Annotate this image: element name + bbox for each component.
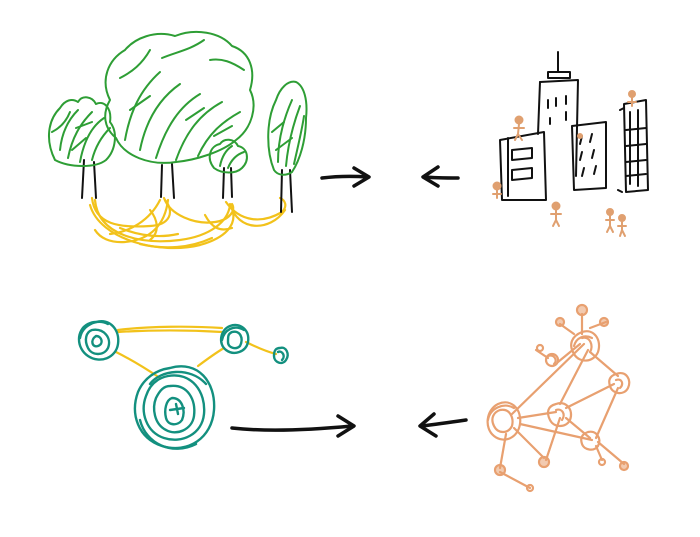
hub-nodes <box>77 320 289 450</box>
hub-links <box>114 325 278 380</box>
arrow-right-top <box>320 166 371 188</box>
tree-roots <box>88 196 287 250</box>
hub-network-illustration <box>77 320 289 450</box>
arrow-right-bottom <box>230 414 356 438</box>
person-icon <box>577 133 583 139</box>
person-icon <box>551 201 561 211</box>
arrow-left-bottom <box>418 412 468 438</box>
tree-foliage <box>48 30 308 176</box>
city-buildings <box>499 51 649 201</box>
graph-node-fills <box>496 306 627 474</box>
person-icon <box>514 115 524 125</box>
tree-trunks <box>81 159 293 213</box>
arrow-left-top <box>421 165 460 188</box>
person-icon <box>618 214 626 222</box>
graph-network-illustration <box>486 303 631 493</box>
city-illustration <box>492 51 649 237</box>
person-icon <box>606 208 614 216</box>
person-icon <box>492 181 502 191</box>
forest-illustration <box>48 30 308 250</box>
person-icon <box>628 90 636 98</box>
graph-nodes <box>486 303 631 493</box>
city-people <box>492 90 637 237</box>
